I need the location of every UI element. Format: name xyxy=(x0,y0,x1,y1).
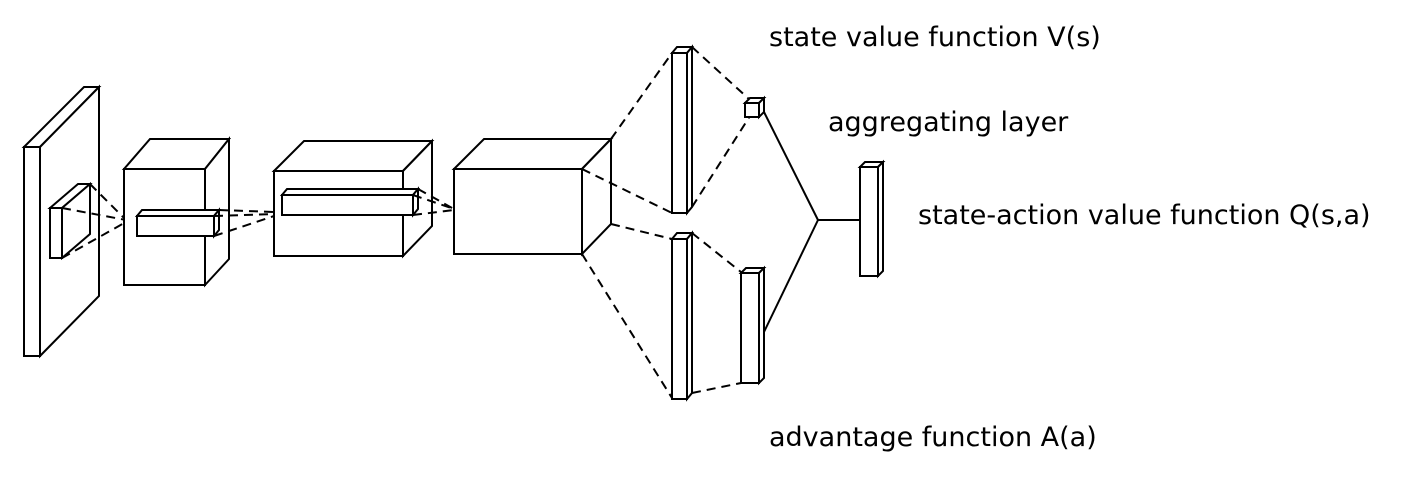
aggregating-layer-label: aggregating layer xyxy=(828,107,1069,138)
advantage-function-label: advantage function A(a) xyxy=(769,422,1097,453)
projection-lines-3 xyxy=(412,188,455,216)
q-output-bar xyxy=(857,159,886,279)
projection-lines-2 xyxy=(213,209,275,237)
state-action-value-label: state-action value function Q(s,a) xyxy=(918,200,1371,231)
value-stream-fc xyxy=(669,44,695,216)
conv-layer-3 xyxy=(451,136,614,257)
state-value-label: state value function V(s) xyxy=(769,22,1101,53)
state-value-node xyxy=(742,95,767,120)
conv2-kernel xyxy=(279,186,421,218)
projection-lines-advantage xyxy=(691,232,742,394)
conv1-kernel xyxy=(134,207,222,239)
advantage-output-bar xyxy=(738,265,767,386)
aggregating-connections xyxy=(763,111,860,333)
input-kernel xyxy=(47,181,93,261)
projection-lines-1 xyxy=(61,183,127,259)
advantage-stream-fc xyxy=(669,230,695,402)
conv-layer-2 xyxy=(271,138,435,259)
projection-lines-value xyxy=(691,46,751,208)
conv-layer-1 xyxy=(121,136,232,288)
input-image-plane xyxy=(21,84,102,359)
projection-lines-4 xyxy=(581,52,673,399)
